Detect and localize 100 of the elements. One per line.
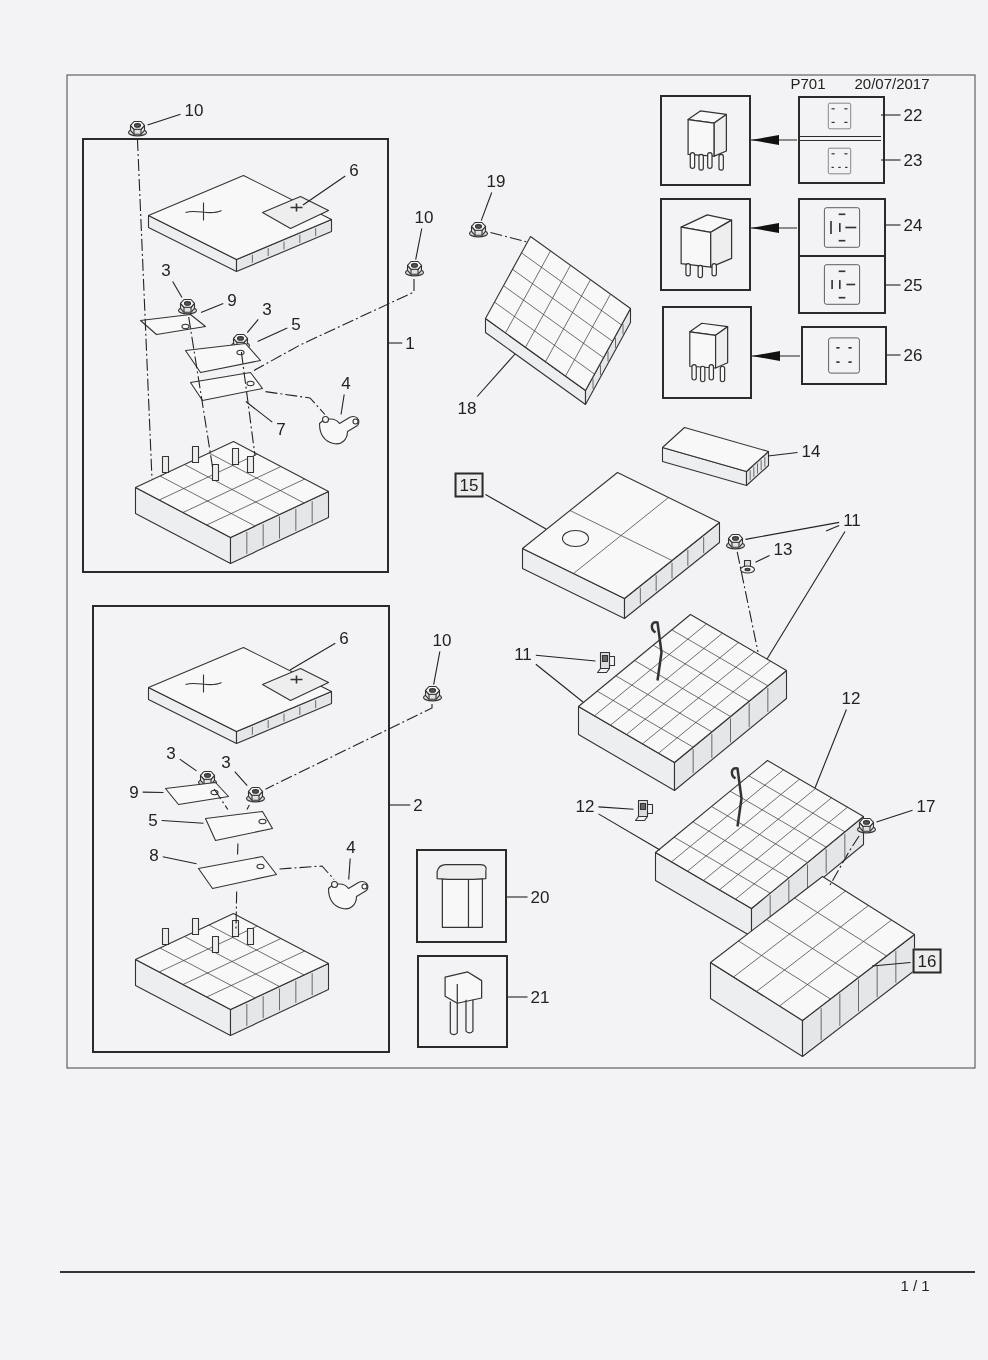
callout-number: 3 (219, 752, 233, 772)
leader-line (885, 224, 902, 226)
assembly-line (829, 835, 860, 886)
callout-number: 6 (347, 160, 361, 180)
fuse-cover-drawing (660, 425, 770, 487)
nut-drawing (403, 259, 425, 277)
leader-line (146, 113, 182, 126)
assembly-line (246, 804, 250, 811)
nut-drawing (855, 816, 877, 834)
boxed-callout-number: 16 (912, 948, 942, 974)
clip-drawing (633, 798, 654, 822)
nut-drawing (467, 220, 489, 238)
leader-line (535, 654, 597, 662)
leader-line (289, 642, 336, 671)
callout-number: 19 (484, 171, 508, 191)
nut-drawing (724, 532, 746, 550)
callout-number: 3 (164, 743, 178, 763)
boxed-callout-number: 15 (454, 472, 484, 498)
leader-line (340, 393, 345, 416)
callout-number: 23 (901, 150, 925, 170)
nut-drawing (244, 785, 266, 803)
leader-line (507, 996, 529, 998)
leader-line (766, 530, 846, 660)
kit-frame (82, 138, 389, 573)
leader-line (389, 804, 411, 806)
pin-layout-panel (801, 326, 887, 385)
assembly-line (237, 842, 239, 856)
fuse-picture-panel (417, 955, 508, 1048)
leader-line (871, 961, 912, 967)
date-text: 20/07/2017 (854, 75, 930, 91)
callout-number: 6 (337, 628, 351, 648)
callout-number: 10 (430, 630, 454, 650)
assembly-line (736, 551, 759, 653)
fuse-block-drawing (576, 612, 788, 792)
callout-number: 10 (182, 100, 206, 120)
callout-number: 1 (403, 333, 417, 353)
bracket-drawing (138, 312, 207, 336)
callout-number: 2 (411, 795, 425, 815)
callout-number: 25 (901, 275, 925, 295)
callout-number: 9 (225, 290, 239, 310)
plate-drawing (183, 341, 262, 374)
fuse-holder-base-drawing (133, 911, 330, 1037)
callout-number: 12 (839, 688, 863, 708)
leader-line (754, 554, 771, 563)
drawing-code: P701 (790, 75, 826, 91)
leader-line (535, 663, 584, 703)
plate-drawing (203, 809, 274, 842)
callout-number: 26 (901, 345, 925, 365)
callout-number: 9 (127, 782, 141, 802)
leader-line (415, 227, 423, 261)
assembly-line (264, 391, 326, 416)
pin-layout-panel (798, 96, 885, 184)
electronic-module-drawing (483, 234, 632, 406)
callout-number: 5 (146, 810, 160, 830)
assembly-line (264, 703, 433, 790)
leader-line (246, 318, 259, 334)
leader-line (162, 856, 198, 865)
leader-line (257, 327, 288, 343)
callout-number: 14 (799, 441, 823, 461)
pin-layout-panel (798, 255, 886, 314)
leader-line (172, 280, 183, 299)
leader-line (388, 342, 403, 344)
callout-number: 18 (455, 398, 479, 418)
callout-number: 24 (901, 215, 925, 235)
leader-line (433, 650, 441, 686)
fuse-box-base-drawing (708, 874, 916, 1058)
callout-number: 21 (528, 987, 552, 1007)
leader-line (880, 114, 902, 116)
page-number: 1 / 1 (900, 1277, 930, 1293)
leader-line (348, 857, 351, 881)
nut-drawing (176, 297, 198, 315)
leader-line (875, 809, 914, 823)
callout-number: 20 (528, 887, 552, 907)
leader-line (302, 175, 346, 206)
relay-picture-panel (660, 95, 751, 186)
fuse-box-cover-drawing (520, 470, 721, 620)
assembly-line (489, 232, 528, 243)
leader-line (880, 159, 902, 161)
bus-bar-drawing (196, 854, 278, 890)
leader-line (814, 708, 847, 789)
fuse-holder-base-drawing (133, 439, 330, 565)
leader-line (245, 400, 273, 423)
callout-number: 10 (412, 207, 436, 227)
callout-number: 7 (274, 419, 288, 439)
kit-frame (92, 605, 390, 1053)
callout-number: 11 (841, 510, 863, 530)
arrow (751, 351, 801, 361)
nut-drawing (126, 119, 148, 137)
assembly-line (213, 788, 229, 811)
leader-line (886, 354, 902, 356)
relay-picture-panel (662, 306, 752, 399)
fuse-picture-panel (416, 849, 507, 943)
callout-number: 4 (344, 837, 358, 857)
pin-layout-panel (798, 198, 886, 257)
leader-line (200, 302, 224, 314)
leader-line (597, 813, 661, 851)
callout-number: 5 (289, 314, 303, 334)
callout-number: 13 (771, 539, 795, 559)
nut-drawing (421, 684, 443, 702)
assembly-line (235, 890, 238, 931)
